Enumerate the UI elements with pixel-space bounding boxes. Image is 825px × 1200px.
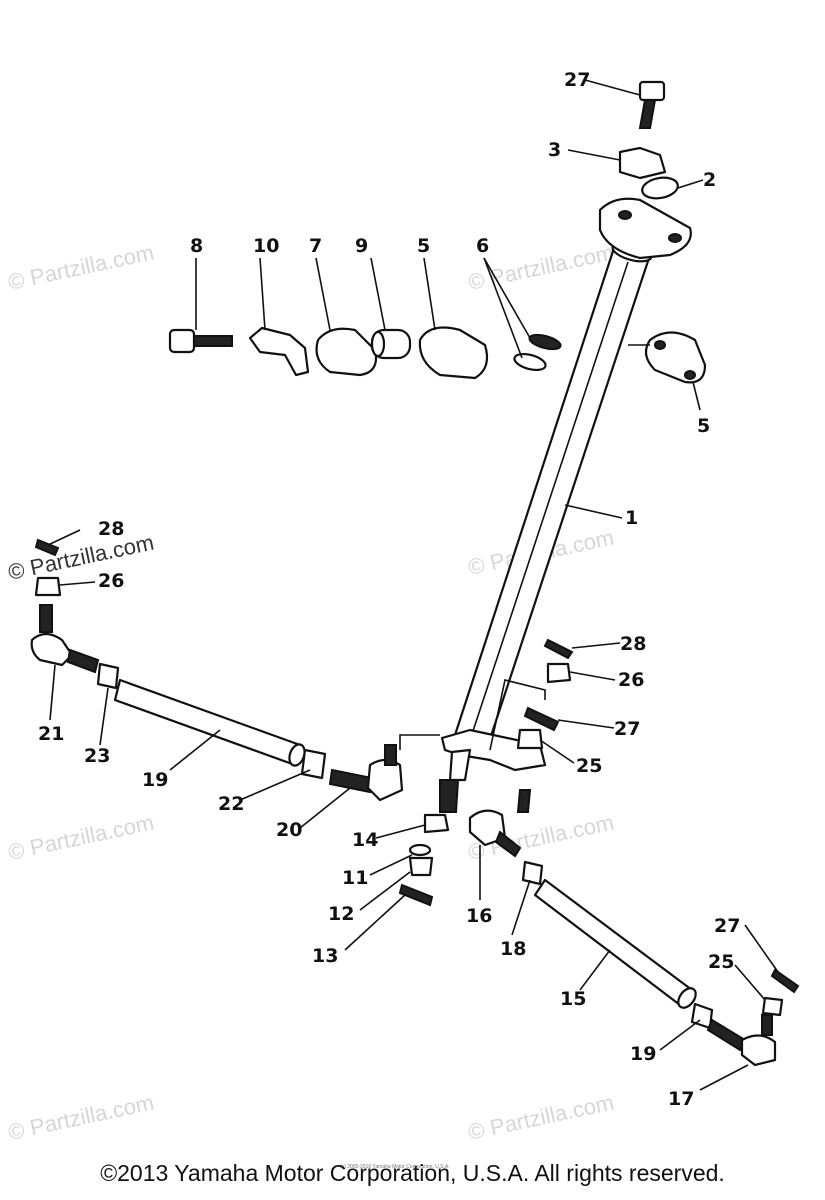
watermark: © Partzilla.com [6,810,156,865]
part-label-24: 23 [84,745,110,767]
part-label-26-right: 26 [618,669,644,691]
part-label-22: 21 [38,723,64,745]
part-label-14: 14 [352,829,378,851]
part-label-26-left: 26 [98,570,124,592]
collar-10 [370,328,412,360]
part-label-18: 18 [500,938,526,960]
part-label-28-right: 28 [620,633,646,655]
part-label-4: 27 [564,69,590,91]
part-label-16: 16 [466,905,492,927]
part-label-5: 5 [417,235,430,257]
small-copyright: (c) 2005-2016 Yamaha Motor Corporation, … [340,1164,450,1170]
holder [618,146,667,180]
left-tie-rod-assembly [30,538,404,802]
part-label-3: 3 [548,139,561,161]
part-label-27-mid: 27 [614,718,640,740]
watermark: © Partzilla.com [466,1090,616,1145]
part-label-25-mid: 25 [576,755,602,777]
holder-5-lower [644,331,707,384]
part-label-19: 19 [630,1043,656,1065]
bolt [638,80,666,129]
watermark: © Partzilla.com [6,1090,156,1145]
part-label-11: 11 [342,867,368,889]
center-nuts [398,813,450,907]
part-label-8: 8 [190,235,203,257]
collar [641,176,679,200]
holder-5 [418,326,489,380]
leader-lines [47,79,779,1091]
part-label-7: 7 [309,235,322,257]
part-label-15: 15 [560,988,586,1010]
copyright-footer: ©2013 Yamaha Motor Corporation, U.S.A. A… [100,1160,725,1186]
part-label-13: 13 [312,945,338,967]
part-label-6: 6 [476,235,489,257]
part-label-1: 1 [625,507,638,529]
part-label-21: 20 [276,819,302,841]
part-label-12: 12 [328,903,354,925]
collars-6 [513,333,562,372]
part-label-2: 2 [703,169,716,191]
right-tie-rod-assembly [468,638,800,1067]
watermarks: © Partzilla.com © Partzilla.com © Partzi… [6,240,616,1145]
part-label-5b: 5 [697,415,710,437]
plate-7 [315,327,378,377]
watermark: © Partzilla.com [6,530,156,585]
part-label-28-left: 28 [98,518,124,540]
watermark: © Partzilla.com [6,240,156,295]
part-label-27-right: 27 [714,915,740,937]
part-label-20: 19 [142,769,168,791]
part-label-23: 22 [218,793,244,815]
part-label-25-right: 25 [708,951,734,973]
bolt-8 [168,328,233,354]
part-label-10: 9 [355,235,368,257]
part-label-17: 17 [668,1088,694,1110]
part-labels: 27 3 2 8 10 7 9 5 6 5 1 28 26 21 23 19 2… [38,69,740,1110]
part-label-9: 10 [253,235,279,257]
lock-washer-9 [248,326,310,377]
